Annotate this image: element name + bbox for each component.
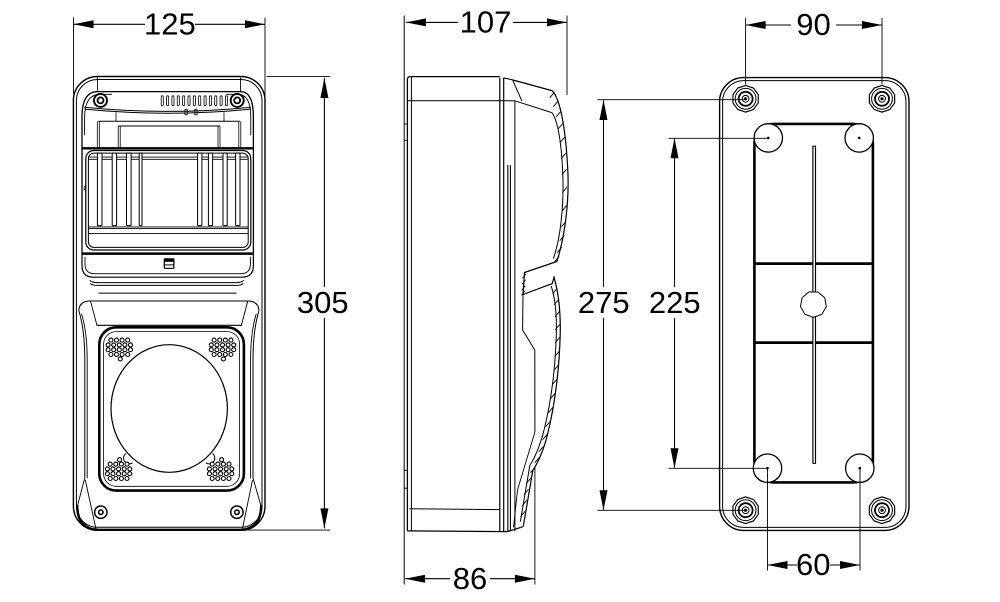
svg-text:125: 125: [144, 7, 196, 42]
svg-text:225: 225: [649, 285, 701, 320]
svg-text:60: 60: [796, 547, 830, 582]
svg-text:305: 305: [297, 285, 349, 320]
svg-text:107: 107: [460, 5, 512, 40]
svg-text:90: 90: [796, 7, 830, 42]
svg-text:86: 86: [453, 561, 487, 596]
svg-text:275: 275: [578, 285, 630, 320]
